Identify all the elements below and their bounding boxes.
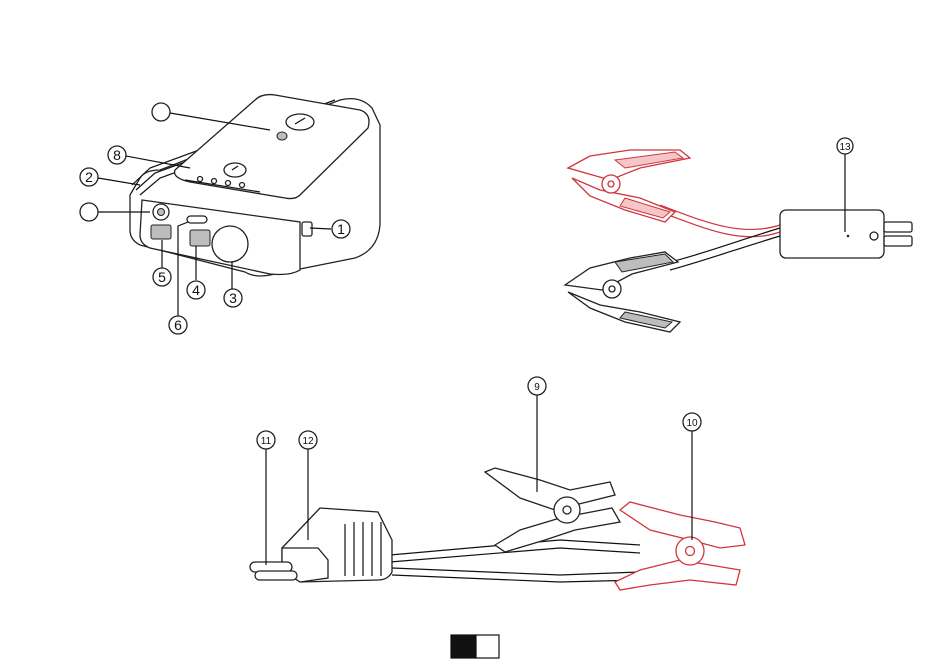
power-bank-unit [130,95,380,276]
callout-2-label: 2 [85,169,93,185]
callout-11-label: 11 [261,436,272,447]
callout-blank-a [152,103,170,121]
callout-12-label: 12 [302,436,314,447]
callout-10-label: 10 [686,418,698,429]
callout-9-label: 9 [534,382,540,393]
red-clamp-top [568,150,690,222]
callout-1: 1 [332,220,350,238]
page-indicator-active [451,635,476,658]
callout-9: 9 [528,377,546,492]
callout-6-label: 6 [174,317,182,333]
callout-5-label: 5 [158,269,166,285]
red-clamp-bottom [615,502,745,590]
callout-blank-b [80,203,98,221]
page-indicator [451,635,499,658]
callout-3-label: 3 [229,290,237,306]
callout-2: 2 [80,168,98,186]
page-indicator-inactive [476,635,499,658]
clamp-control-box [780,210,884,258]
callout-5: 5 [153,268,171,286]
black-clamp-top [565,252,680,332]
callout-8-label: 8 [113,147,121,163]
callout-1-label: 1 [337,221,345,237]
callout-3: 3 [224,289,242,307]
smart-clamp-cable [565,150,912,332]
callout-4-label: 4 [192,282,200,298]
black-clamp-bottom [485,468,620,552]
callout-13-label: 13 [839,142,851,153]
callout-11: 11 [257,431,275,565]
callout-6: 6 [169,316,187,334]
callout-4: 4 [187,281,205,299]
ec5-clamp-cable [250,468,745,590]
callout-8: 8 [108,146,126,164]
